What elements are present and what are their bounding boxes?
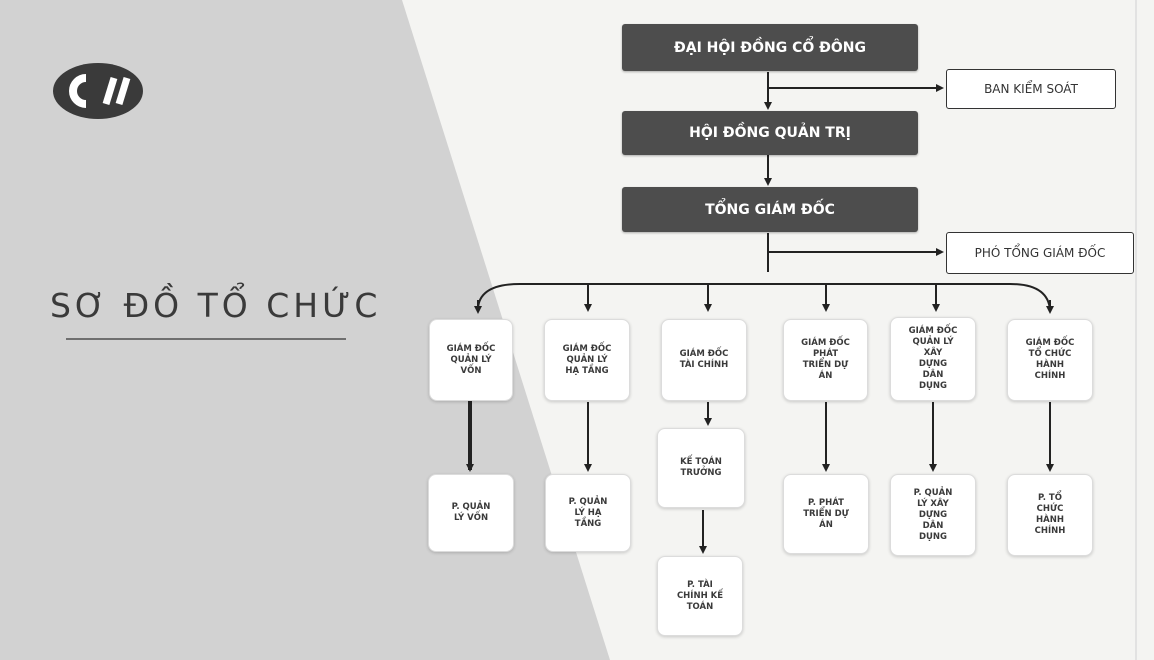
dept-finance-accounting: P. TÀI CHÍNH KẾ TOÁN [657,556,743,636]
director-finance: GIÁM ĐỐC TÀI CHÍNH [661,319,747,401]
company-logo [53,63,143,119]
director-civil-construction: GIÁM ĐỐC QUẢN LÝ XÂY DỰNG DÂN DỤNG [890,317,976,401]
connector [477,283,1051,311]
dept-civil-construction: P. QUẢN LÝ XÂY DỰNG DÂN DỤNG [890,474,976,556]
title-underline [66,338,346,340]
node-board: HỘI ĐỒNG QUẢN TRỊ [622,111,918,155]
dept-project-development: P. PHÁT TRIỂN DỰ ÁN [783,474,869,554]
node-shareholders: ĐẠI HỘI ĐỒNG CỔ ĐÔNG [622,24,918,71]
page-title: SƠ ĐỒ TỔ CHỨC [50,286,382,325]
dept-infrastructure: P. QUẢN LÝ HẠ TẦNG [545,474,631,552]
node-deputy-ceo: PHÓ TỔNG GIÁM ĐỐC [946,232,1134,274]
director-capital-management: GIÁM ĐỐC QUẢN LÝ VỐN [429,319,513,401]
director-infrastructure: GIÁM ĐỐC QUẢN LÝ HẠ TẦNG [544,319,630,401]
dept-capital-management: P. QUẢN LÝ VỐN [428,474,514,552]
chief-accountant: KẾ TOÁN TRƯỞNG [657,428,745,508]
node-ceo: TỔNG GIÁM ĐỐC [622,187,918,232]
dept-administration: P. TỔ CHỨC HÀNH CHÍNH [1007,474,1093,556]
director-project-development: GIÁM ĐỐC PHÁT TRIỂN DỰ ÁN [783,319,868,401]
node-supervisory: BAN KIỂM SOÁT [946,69,1116,109]
director-administration: GIÁM ĐỐC TỔ CHỨC HÀNH CHÍNH [1007,319,1093,401]
